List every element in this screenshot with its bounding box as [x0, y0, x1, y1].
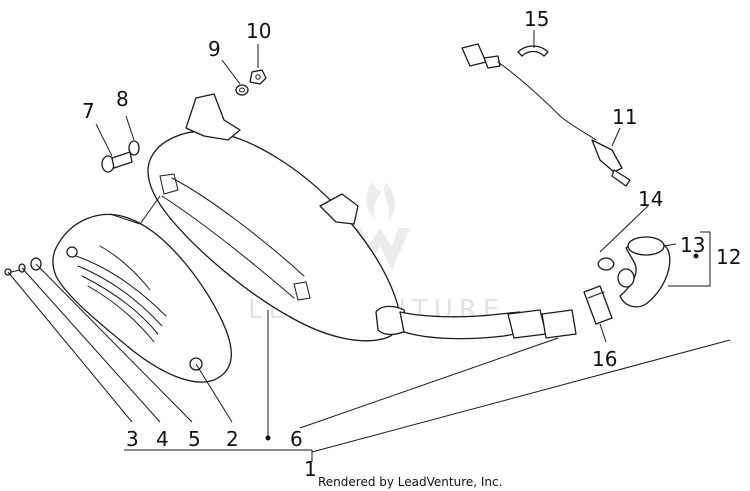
part-1-muffler[interactable] [147, 93, 409, 342]
callout-1: 1 [304, 457, 317, 481]
callout-7: 7 [82, 99, 95, 123]
part-15-clip[interactable] [517, 45, 549, 57]
part-7-bolt[interactable] [101, 151, 133, 173]
leader-lines [7, 30, 731, 462]
part-14-gasket[interactable] [597, 257, 615, 271]
callout-8: 8 [116, 87, 129, 111]
callout-4: 4 [156, 427, 169, 451]
callout-labels: 1 2 3 4 5 6 7 8 9 10 11 12 13 14 15 16 [82, 7, 741, 481]
callout-14: 14 [638, 187, 663, 211]
callout-6: 6 [290, 427, 303, 451]
callout-5: 5 [188, 427, 201, 451]
callout-15: 15 [524, 7, 549, 31]
part-8-washer[interactable] [128, 140, 140, 156]
part-16-clamp[interactable] [583, 285, 613, 325]
part-6-header-pipe[interactable] [399, 309, 577, 340]
callout-13: 13 [680, 233, 705, 257]
callout-10: 10 [246, 19, 271, 43]
callout-9: 9 [208, 37, 221, 61]
part-13-elbow-pipe[interactable] [617, 236, 671, 308]
part-10-nut[interactable] [249, 69, 267, 85]
part-11-lambda-sensor[interactable] [461, 43, 631, 187]
part-2-heat-shield[interactable] [52, 213, 232, 383]
callout-2: 2 [226, 427, 239, 451]
callout-3: 3 [126, 427, 139, 451]
callout-16: 16 [592, 347, 617, 371]
part-9-washer[interactable] [235, 84, 249, 96]
render-credit: Rendered by LeadVenture, Inc. [318, 475, 502, 489]
part-3-screw[interactable] [4, 268, 21, 276]
callout-11: 11 [612, 105, 637, 129]
callout-12: 12 [716, 245, 741, 269]
